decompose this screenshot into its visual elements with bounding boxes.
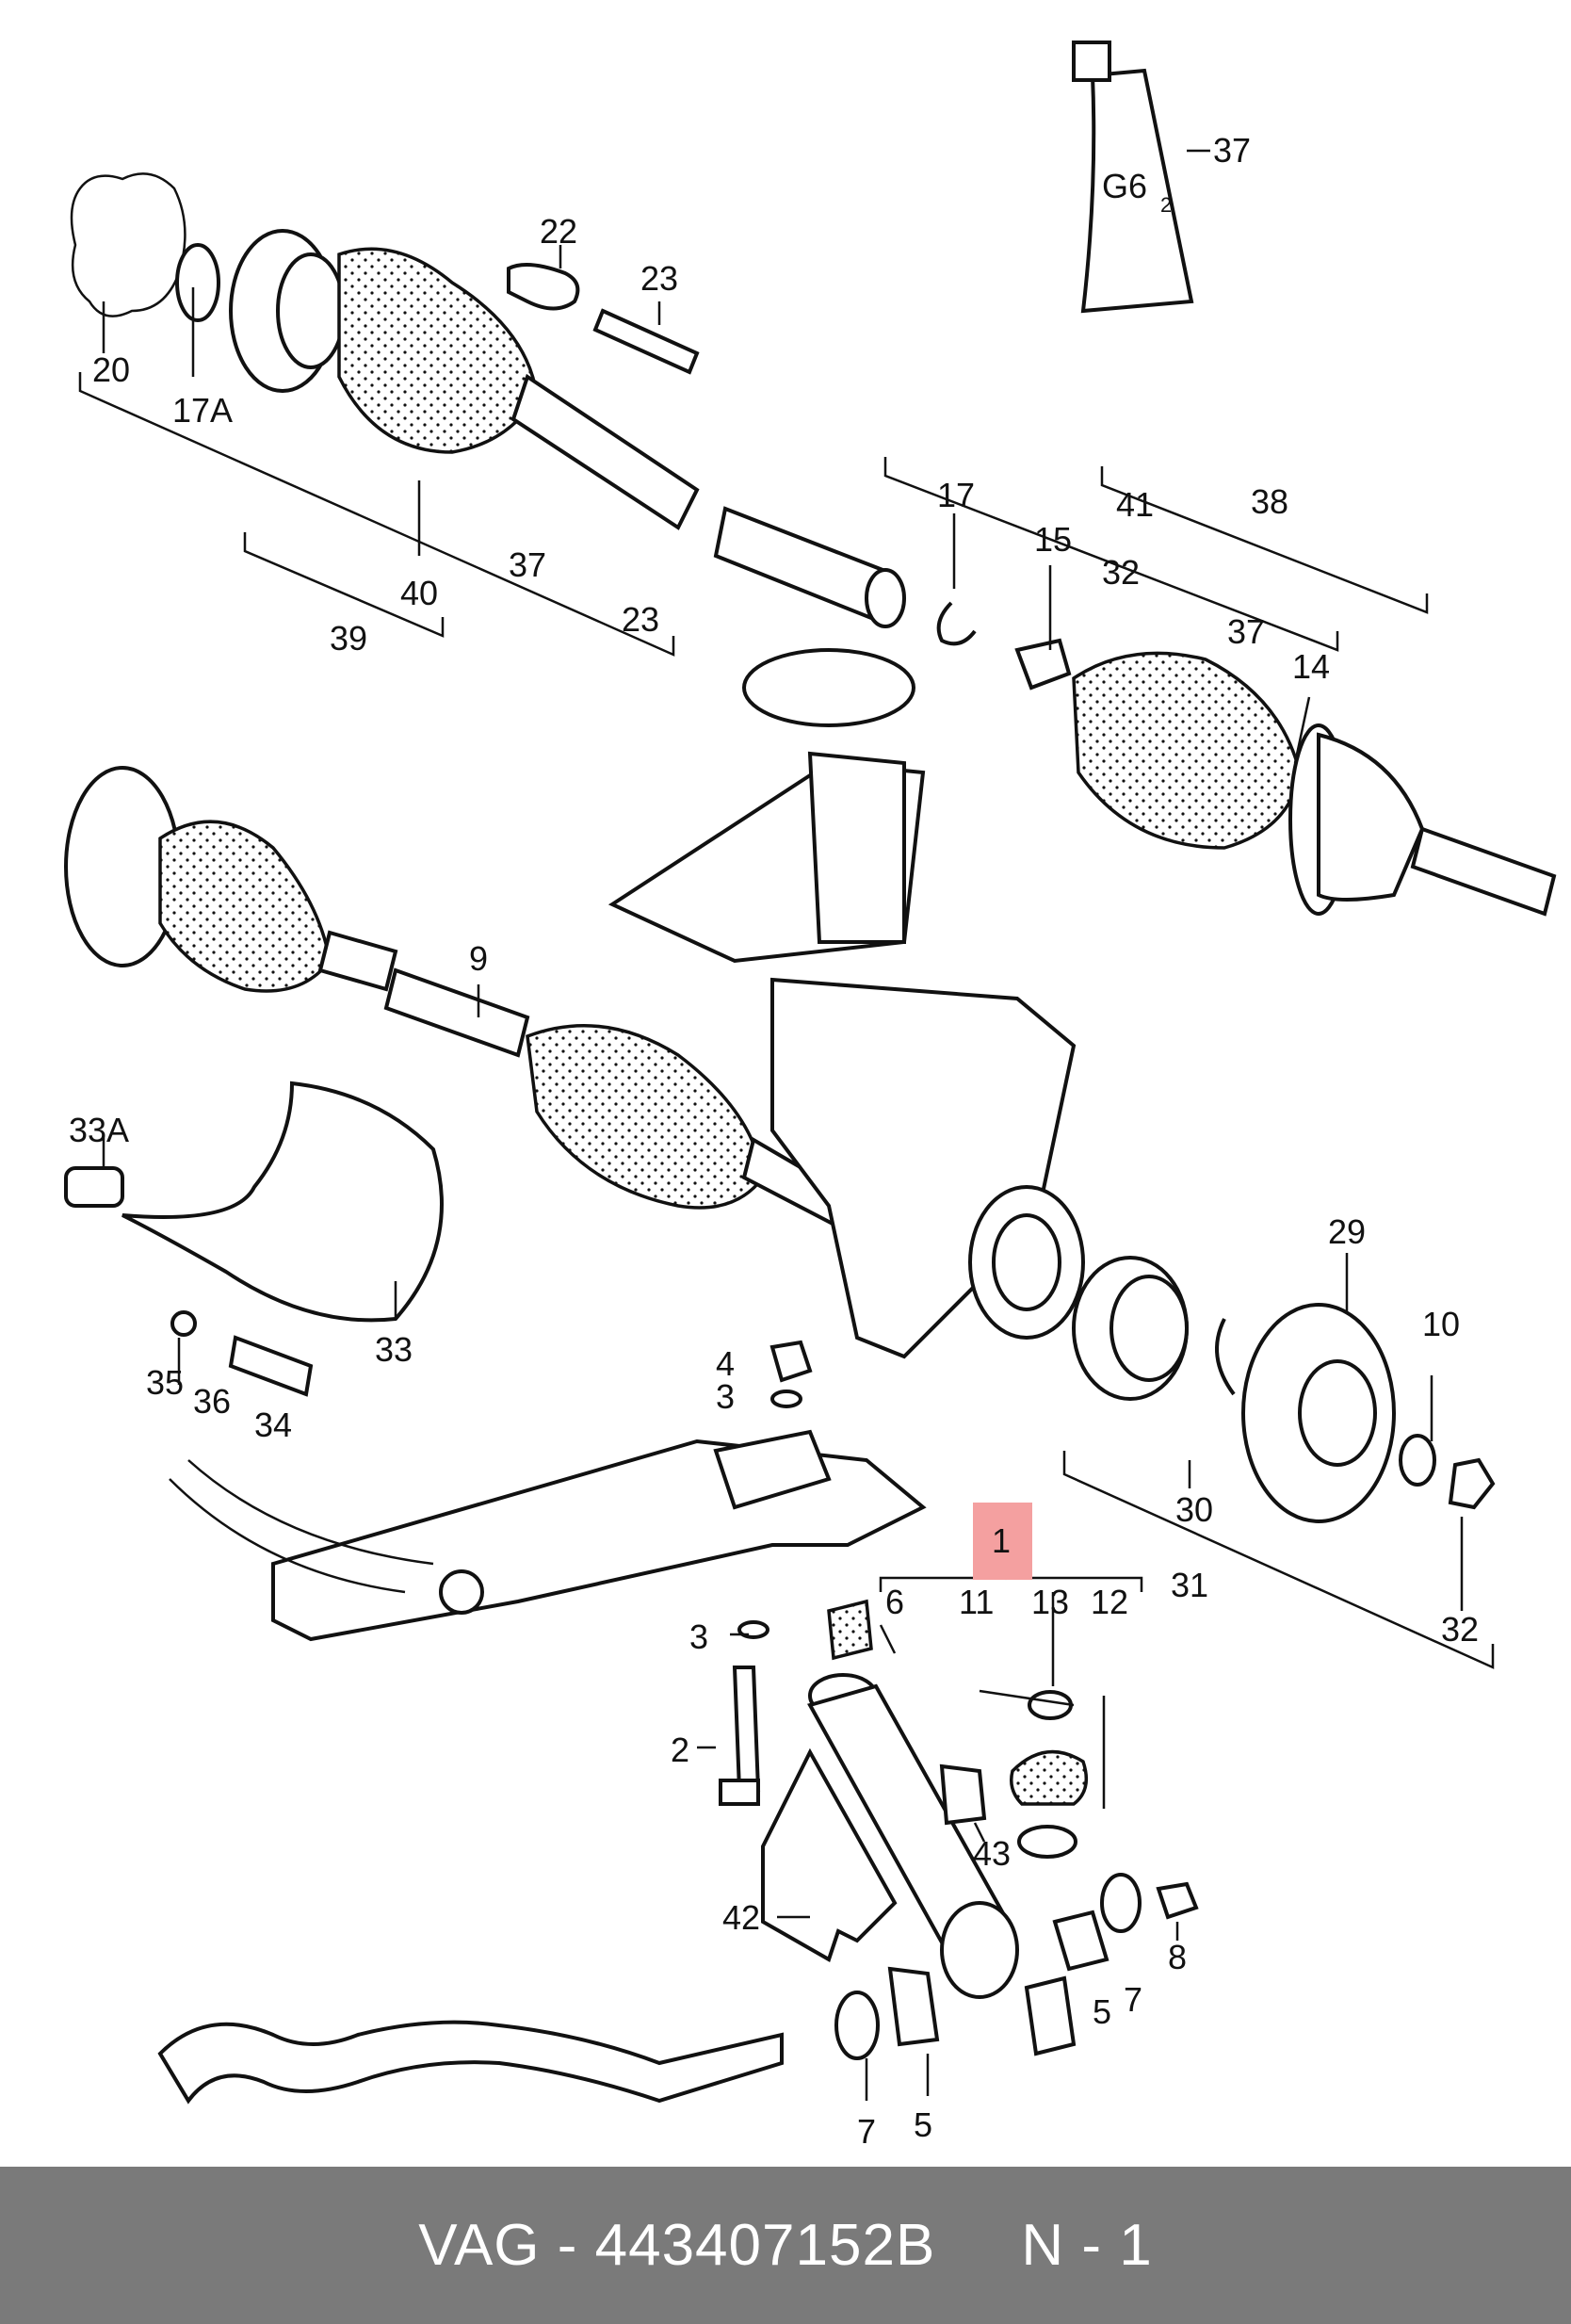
callout-7: 7 [857, 2112, 876, 2151]
selected-part-highlight [973, 1503, 1032, 1580]
steering-knuckle [607, 648, 1085, 1359]
callout-37: 37 [509, 545, 546, 584]
circlip-17 [936, 601, 977, 646]
callout-3: 3 [716, 1377, 735, 1416]
control-arm [807, 1673, 1077, 2056]
fasteners [719, 1340, 813, 1806]
tube-label: G6 [1102, 167, 1147, 205]
callout-31: 31 [1171, 1566, 1208, 1604]
right-cv-joint [1072, 651, 1557, 917]
callout-3: 3 [689, 1617, 708, 1656]
bolt-strap [507, 263, 700, 375]
callout-8: 8 [1168, 1938, 1187, 1976]
callout-37: 37 [1213, 131, 1251, 170]
callout-23: 23 [640, 259, 678, 298]
callout-11: 11 [959, 1583, 994, 1621]
callout-6: 6 [885, 1583, 904, 1621]
callout-10: 10 [1422, 1305, 1460, 1343]
callout-32: 32 [1441, 1610, 1479, 1649]
clamp-15 [1014, 638, 1072, 691]
clip-43 [939, 1763, 987, 1826]
bushing-6 [827, 1599, 873, 1661]
callout-4: 4 [716, 1344, 735, 1383]
callout-34: 34 [254, 1406, 292, 1444]
part-number-footer: VAG - 443407152B N - 1 [0, 2167, 1571, 2324]
callout-5: 5 [914, 2105, 932, 2144]
callout-33a: 33A [69, 1111, 129, 1149]
tube-subscript: 2 [1160, 193, 1172, 217]
leader-lines [102, 149, 1464, 2101]
wheel-bearing [1072, 1256, 1496, 1523]
callout-7: 7 [1124, 1980, 1142, 2019]
callout-43: 43 [973, 1834, 1011, 1873]
callout-37: 37 [1227, 612, 1265, 651]
grease-tube-part: G6 2 [1072, 41, 1194, 314]
callout-23: 23 [622, 600, 659, 639]
callout-17: 17 [937, 476, 975, 514]
callout-22: 22 [540, 212, 577, 251]
callout-labels: 37 22 23 20 17A 37 40 23 39 17 41 38 15 … [69, 131, 1479, 2151]
callout-40: 40 [400, 574, 438, 612]
callout-38: 38 [1251, 482, 1288, 521]
callout-42: 42 [722, 1898, 760, 1937]
callout-1: 1 [992, 1521, 1011, 1560]
splash-shield [64, 1081, 444, 1397]
part-number-caption: VAG - 443407152B N - 1 [418, 2213, 1153, 2278]
callout-9: 9 [469, 939, 488, 978]
callout-39: 39 [330, 619, 367, 658]
parts-diagram: G6 2 [64, 41, 1557, 2151]
callout-13: 13 [1031, 1583, 1069, 1621]
upper-drive-shaft [70, 172, 906, 628]
callout-35: 35 [146, 1363, 184, 1402]
callout-36: 36 [193, 1382, 231, 1421]
callout-29: 29 [1328, 1212, 1366, 1251]
lower-drive-shaft [64, 766, 869, 1237]
bracket-42 [761, 1747, 898, 1962]
callout-14: 14 [1292, 647, 1330, 686]
subframe [169, 1429, 927, 1642]
callout-12: 12 [1091, 1583, 1128, 1621]
callout-30: 30 [1175, 1490, 1213, 1529]
callout-15: 15 [1034, 520, 1072, 559]
callout-33: 33 [375, 1330, 413, 1369]
callout-20: 20 [92, 350, 130, 389]
callout-17a: 17A [172, 391, 233, 430]
callout-2: 2 [671, 1731, 689, 1769]
ball-joint-seal [1010, 1690, 1089, 1859]
callout-41: 41 [1116, 485, 1154, 524]
stabilizer-bar [157, 1873, 1199, 2105]
callout-5: 5 [1093, 1992, 1111, 2031]
callout-32: 32 [1102, 553, 1140, 592]
